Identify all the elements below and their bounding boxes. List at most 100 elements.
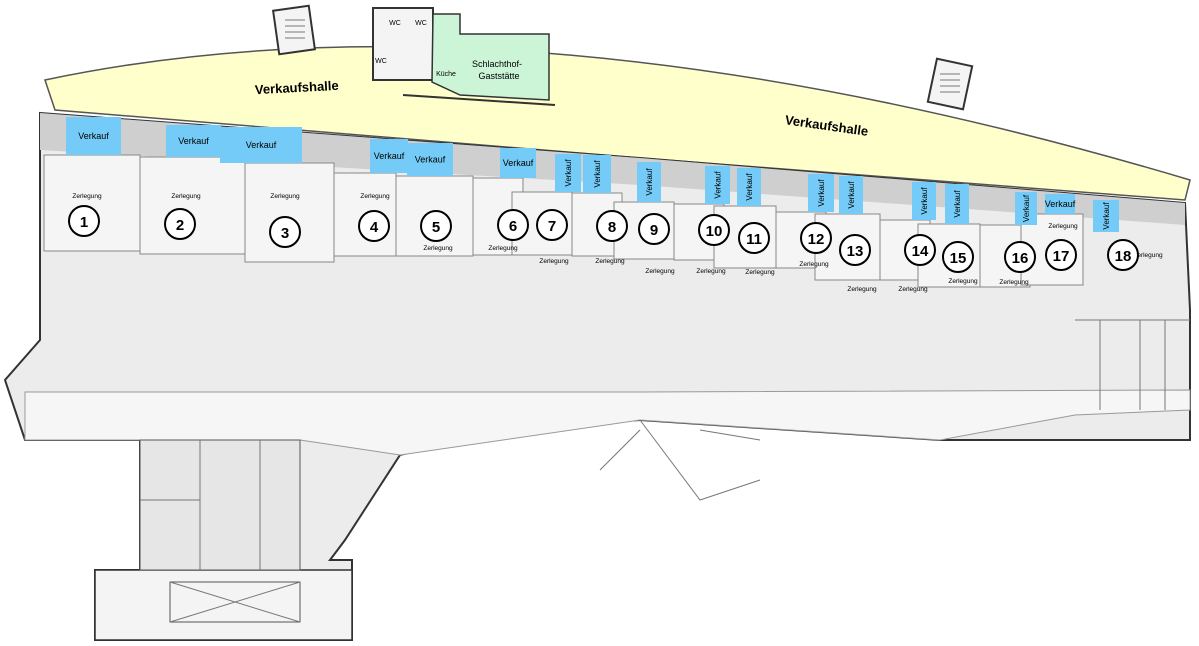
unit-number-badge[interactable] (536, 209, 568, 241)
unit-number: 16 (1012, 250, 1029, 267)
cutting-label: Zerlegung (1048, 223, 1078, 230)
unit-number-badge[interactable] (800, 222, 832, 254)
verkaufshalle-area[interactable] (44, 45, 1191, 201)
unit-number-badge[interactable] (1107, 239, 1139, 271)
restaurant-name-line2: Gaststätte (478, 71, 519, 81)
unit-number: 9 (650, 222, 658, 239)
cutting-label: Zerlegung (948, 278, 978, 285)
sales-area[interactable] (839, 176, 863, 214)
cutting-label: Zerlegung (898, 286, 928, 293)
unit-number-badge[interactable] (942, 241, 974, 273)
unit-number-badge[interactable] (358, 210, 390, 242)
sales-area[interactable] (1093, 200, 1119, 232)
sales-label: Verkauf (78, 131, 109, 141)
restaurant-block[interactable]: WC WC WC Küche Schlachthof- Gaststätte (372, 7, 556, 106)
unit-number: 2 (176, 217, 184, 234)
stair-tower-top-left (271, 4, 317, 56)
sales-area[interactable] (407, 143, 453, 176)
unit-number-badge[interactable] (839, 234, 871, 266)
unit-number: 13 (847, 243, 864, 260)
corridor (24, 389, 1191, 456)
sales-area[interactable] (637, 162, 661, 202)
unit-number-badge[interactable] (164, 208, 196, 240)
cutting-label: Zerlegung (696, 268, 726, 275)
cutting-label: Zerlegung (423, 245, 453, 252)
sales-area[interactable] (945, 184, 969, 224)
unit-number-badge[interactable] (420, 210, 452, 242)
cutting-label: Zerlegung (539, 258, 569, 265)
sales-area[interactable] (220, 127, 302, 163)
sales-label: Verkauf (1022, 194, 1031, 222)
unit-number: 4 (370, 219, 379, 236)
unit-number: 3 (281, 225, 289, 242)
sales-label: Verkauf (593, 160, 602, 188)
cutting-room (43, 154, 141, 252)
unit-number: 12 (808, 231, 825, 248)
sales-label: Verkauf (1045, 199, 1076, 209)
sales-label: Verkauf (374, 151, 405, 161)
sales-label: Verkauf (415, 155, 446, 165)
unit-number: 5 (432, 219, 440, 236)
service-strip (40, 113, 1185, 225)
unit-number-badge[interactable] (1004, 241, 1036, 273)
sales-label: Verkauf (564, 159, 573, 187)
sales-area[interactable] (66, 117, 121, 155)
wc-label: WC (375, 58, 387, 65)
sales-label: Verkauf (645, 168, 654, 196)
sales-area[interactable] (1015, 192, 1037, 225)
cutting-label: Zerlegung (999, 279, 1029, 286)
sales-area[interactable] (583, 155, 611, 193)
unit-number: 17 (1053, 248, 1070, 265)
sales-area[interactable] (166, 125, 221, 157)
unit-number: 1 (80, 214, 88, 231)
unit-number: 6 (509, 218, 517, 235)
cutting-label: Zerlegung (171, 193, 201, 200)
south-annex (94, 569, 353, 641)
sales-area[interactable] (555, 154, 581, 192)
sales-label: Verkauf (817, 179, 826, 207)
sales-label: Verkauf (178, 136, 209, 146)
sales-area[interactable] (705, 166, 730, 204)
restaurant-name-line1: Schlachthof- (472, 59, 522, 69)
cutting-label: Zerlegung (72, 193, 102, 200)
unit-number: 11 (746, 231, 762, 248)
unit-labels-layer: VerkaufZerlegung1VerkaufZerlegung2Verkau… (68, 131, 1163, 293)
sales-label: Verkauf (503, 158, 534, 168)
stair-tower-top-right (926, 57, 974, 111)
sales-label: Verkauf (745, 173, 754, 201)
sales-area[interactable] (370, 139, 408, 173)
sales-label: Verkauf (1102, 202, 1111, 230)
unit-number-badge[interactable] (698, 214, 730, 246)
cutting-label: Zerlegung (799, 261, 829, 268)
unit-number-badge[interactable] (497, 209, 529, 241)
sales-area[interactable] (500, 148, 536, 178)
unit-number-badge[interactable] (269, 216, 301, 248)
cutting-label: Zerlegung (360, 193, 390, 200)
unit-number-badge[interactable] (904, 234, 936, 266)
cutting-label: Zerlegung (270, 193, 300, 200)
cutting-label: Zerlegung (1133, 252, 1163, 259)
unit-number: 10 (706, 223, 723, 240)
kitchen-label: Küche (436, 71, 456, 78)
unit-number-badge[interactable] (596, 210, 628, 242)
unit-number-badge[interactable] (1045, 239, 1077, 271)
sales-label: Verkauf (714, 171, 723, 199)
cutting-label: Zerlegung (847, 286, 877, 293)
sales-label: Verkauf (246, 140, 277, 150)
unit-number-badge[interactable] (738, 222, 770, 254)
unit-number: 14 (912, 243, 929, 260)
sales-label: Verkauf (920, 187, 929, 215)
unit-number: 15 (950, 250, 967, 267)
cutting-room (244, 162, 335, 263)
sales-area[interactable] (912, 182, 936, 220)
sales-area[interactable] (808, 174, 834, 212)
sales-area[interactable] (737, 168, 761, 206)
unit-number: 8 (608, 219, 616, 236)
south-wing (139, 439, 301, 571)
wc-label: WC (389, 20, 401, 27)
sales-area[interactable] (1045, 194, 1075, 214)
wc-label: WC (415, 20, 427, 27)
unit-number-badge[interactable] (638, 213, 670, 245)
unit-number-badge[interactable] (68, 205, 100, 237)
